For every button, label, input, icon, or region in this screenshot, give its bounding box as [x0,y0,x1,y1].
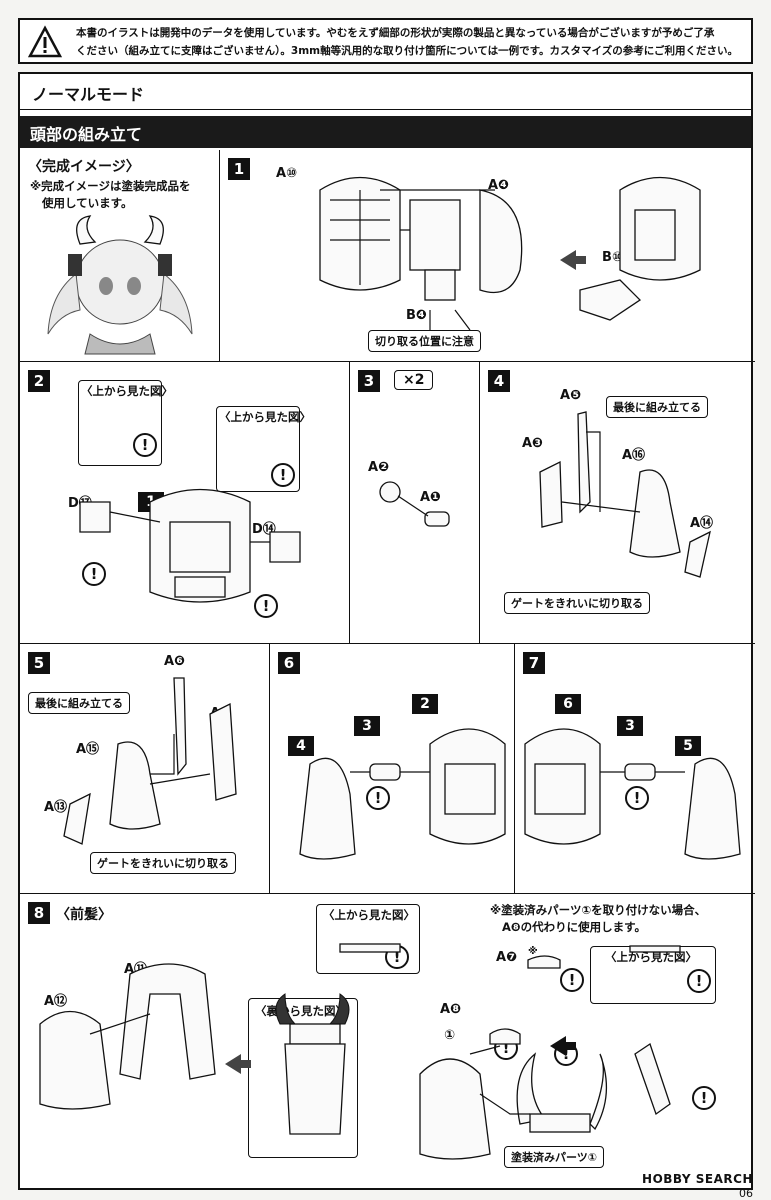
part-a7: A❼ [496,950,518,965]
step-3-panel: 3 ×2 A❷ A❶ [350,362,480,644]
caution-icon: ! [82,562,106,586]
top-view-right-label: 〈上から見た図〉 [219,410,311,424]
step-6-ref-2: 2 [412,694,438,714]
character-preview-image [47,215,193,355]
warning-notice: 本書のイラストは開発中のデータを使用しています。やむをえず細部の形状が実際の製品… [18,18,753,64]
top-view-box-2: 〈上から見た図〉 ! [590,946,716,1004]
step-7-ref-5: 5 [675,736,701,756]
step-7-panel: 7 6 3 5 ! [515,644,755,894]
mode-title: ノーマルモード [32,85,145,104]
unpainted-note: ※塗装済みパーツ①を取り付けない場合、 A❽の代わりに使用します。 [490,902,706,936]
section-header: 頭部の組み立て [20,116,751,148]
section-title: 頭部の組み立て [30,125,143,144]
caution-icon: ! [687,969,711,993]
step-8-number: 8 [28,902,50,924]
top-view-right-box: 〈上から見た図〉 ! [216,406,311,492]
step-5-number: 5 [28,652,50,674]
step-8-panel: 8 〈前髪〉 A⑪ A⑫ 〈上から見た図〉 ! 〈裏から見た図〉 ※塗装済みパー… [20,894,755,1190]
part-a5: A❺ [560,388,582,403]
step-1-number: 1 [228,158,250,180]
part-a13: A⑬ [44,800,68,815]
part-a7-asterisk: ※ [528,946,538,957]
top-view-label-2: 〈上から見た図〉 [605,950,697,964]
part-a1: A❶ [420,490,442,505]
step-7-illustration [524,728,741,860]
caution-icon: ! [133,433,157,457]
unpainted-note-2: A❽の代わりに使用します。 [502,920,646,934]
top-view-left-label: 〈上から見た図〉 [81,384,173,398]
caution-icon: ! [692,1086,716,1110]
part-a10: A⑩ [276,166,298,181]
part-a3: A❸ [522,436,544,451]
part-b10: B⑩ [602,250,623,265]
top-view-left-box: 〈上から見た図〉 ! [78,380,173,466]
preview-title: 〈完成イメージ〉 [28,159,140,175]
step-2-panel: 2 〈上から見た図〉 ! 〈上から見た図〉 ! D⑰ D⑭ 1 ! ! [20,362,350,644]
step-6-number: 6 [278,652,300,674]
part-a12: A⑫ [44,994,68,1009]
part-a8: A❽ [440,1002,462,1017]
step-6-panel: 6 4 3 2 ! [270,644,515,894]
step-5-panel: 5 A❻ 最後に組み立てる A❾ A⑮ A⑬ ゲートをきれいに切り取る [20,644,270,894]
caution-icon: ! [625,786,649,810]
part-a4: A❹ [488,178,510,193]
step-7-ref-3: 3 [617,716,643,736]
hobby-search-logo: HOBBY SEARCH [642,1172,753,1186]
step-6-illustration [299,728,506,860]
caution-icon: ! [560,968,584,992]
preview-note: ※完成イメージは塗装完成品を 使用しています。 [30,178,190,212]
part-a2: A❷ [368,460,390,475]
step-3-illustration [379,481,450,527]
part-a16: A⑯ [622,448,646,463]
gate-cut-note: ゲートをきれいに切り取る [504,592,650,614]
caution-icon: ! [254,594,278,618]
notice-line-2: ください（組み立てに支障はございません）。3mm軸等汎用的な取り付け箇所について… [76,45,739,57]
caution-icon: ! [271,463,295,487]
top-view-label-1: 〈上から見た図〉 [323,908,415,922]
step-4-number: 4 [488,370,510,392]
step-4-panel: 4 A❺ 最後に組み立てる A❸ A⑯ A⑭ ゲートをきれいに切り取る [480,362,755,644]
notice-line-1: 本書のイラストは開発中のデータを使用しています。やむをえず細部の形状が実際の製品… [76,27,715,39]
part-a14: A⑭ [690,516,714,531]
step-8-illustration [39,943,681,1160]
step-7-ref-6: 6 [555,694,581,714]
step-6-ref-4: 4 [288,736,314,756]
notice-text: 本書のイラストは開発中のデータを使用しています。やむをえず細部の形状が実際の製品… [76,24,748,60]
step-5-illustration [63,677,237,845]
painted-part-label: 塗装済みパーツ① [504,1146,605,1168]
step-1-illustration [319,176,701,331]
instruction-frame: ノーマルモード 頭部の組み立て 〈完成イメージ〉 ※完成イメージは塗装完成品を … [18,72,755,1190]
assemble-last-note: 最後に組み立てる [606,396,708,418]
step-3-number: 3 [358,370,380,392]
quantity-x2: ×2 [394,370,434,390]
step-6-ref-3: 3 [354,716,380,736]
gate-cut-note: ゲートをきれいに切り取る [90,852,236,874]
step-2-number: 2 [28,370,50,392]
caution-icon: ! [366,786,390,810]
preview-note-2: 使用しています。 [42,196,133,210]
assemble-last-note: 最後に組み立てる [28,692,130,714]
part-a15: A⑮ [76,742,100,757]
warning-icon [27,25,63,58]
step-2-illustration [79,488,301,603]
cut-position-caution: 切り取る位置に注意 [368,330,481,352]
step-8-order-1: ① [444,1028,456,1043]
step-4-illustration [539,411,711,578]
top-view-box-1: 〈上から見た図〉 ! [316,904,420,974]
page-number: 06 [739,1187,753,1200]
preview-note-1: ※完成イメージは塗装完成品を [30,179,191,193]
unpainted-note-1: ※塗装済みパーツ①を取り付けない場合、 [490,903,707,917]
mode-header: ノーマルモード [20,74,751,110]
part-b4: B❹ [406,308,427,323]
step-8-title: 〈前髪〉 [56,907,112,923]
part-a6: A❻ [164,654,186,669]
preview-panel: 〈完成イメージ〉 ※完成イメージは塗装完成品を 使用しています。 [20,150,220,362]
step-7-number: 7 [523,652,545,674]
step-1-panel: 1 A⑩ A❹ B❹ B⑩ ① ② 切り取る位置に注意 [220,150,755,362]
